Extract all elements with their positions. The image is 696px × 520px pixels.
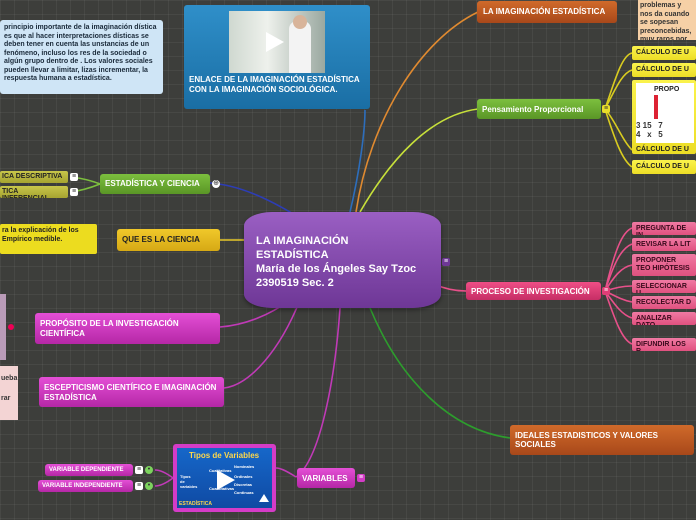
central-author: María de los Ángeles Say Tzoc — [256, 263, 417, 275]
central-id: 2390519 Sec. 2 — [256, 277, 334, 289]
var-indep-notes-icon[interactable]: ≡ — [135, 482, 143, 490]
var-dep-link-icon[interactable]: • — [145, 466, 153, 474]
proceso-item-4[interactable]: SELECCIONAR U — [632, 280, 696, 293]
play-icon[interactable] — [266, 32, 284, 52]
proposito-side-note — [0, 294, 6, 360]
variable-independiente[interactable]: VARIABLE INDEPENDIENTE — [38, 480, 133, 492]
variables-image-word-7: Continuas — [234, 490, 254, 495]
topic-enlace[interactable]: ENLACE DE LA IMAGINACIÓN ESTADÍSTICA CON… — [184, 5, 370, 109]
play-icon[interactable] — [217, 470, 235, 490]
note-imaginacion: problemas y nos da cuando se sopesan pre… — [638, 0, 696, 40]
variables-image-word-5: Ordinales — [234, 474, 253, 479]
central-title-line1: LA IMAGINACIÓN — [256, 235, 349, 247]
variables-image-node[interactable]: Tipos de Variables Tipos de variables Cu… — [173, 444, 276, 512]
variables-notes-icon[interactable]: ≡ — [357, 474, 365, 482]
proceso-item-3-label: PROPONER TEO HIPÓTESIS — [636, 257, 690, 272]
estadistica-inferencial-label: TICA INFERENCIAL — [2, 188, 49, 198]
note-enlace-text: principio importante de la imaginación d… — [4, 24, 157, 82]
variables-image-word-6: Discretas — [234, 482, 253, 487]
note-enlace: principio importante de la imaginación d… — [0, 20, 163, 94]
topic-proceso-investigacion[interactable]: PROCESO DE INVESTIGACIÓN — [466, 282, 601, 300]
calculo-item-1[interactable]: CÁLCULO DE U — [632, 46, 696, 60]
estadistica-link-icon[interactable]: ⊕ — [212, 180, 220, 188]
proporcion-image-title: PROPO — [654, 86, 680, 93]
proceso-item-1-label: PREGUNTA DE IN — [636, 225, 687, 235]
topic-ideales-estadisticos[interactable]: IDEALES ESTADISTICOS Y VALORES SOCIALES — [510, 425, 694, 455]
topic-que-es-label: QUE ES LA CIENCIA — [122, 235, 200, 244]
central-notes-icon[interactable]: ≡ — [442, 258, 450, 266]
calculo-item-4[interactable]: CÁLCULO DE U — [632, 160, 696, 174]
topic-ideales-label: IDEALES ESTADISTICOS Y VALORES SOCIALES — [515, 431, 658, 449]
calculo-item-1-label: CÁLCULO DE U — [636, 49, 689, 56]
proceso-item-5-label: RECOLECTAR D — [636, 299, 692, 306]
proceso-item-1[interactable]: PREGUNTA DE IN — [632, 222, 696, 235]
variables-image-word-1: Tipos de variables — [180, 474, 198, 489]
proceso-item-6-label: ANALIZAR DATO — [636, 315, 672, 325]
proposito-link-icon[interactable] — [8, 324, 14, 330]
topic-estadistica-label: ESTADÍSTICA Y CIENCIA — [105, 179, 200, 188]
topic-estadistica-y-ciencia[interactable]: ESTADÍSTICA Y CIENCIA — [100, 174, 210, 194]
note-que-es-text: ra la explicación de los Empírico medibl… — [2, 227, 79, 243]
variable-dependiente-label: VARIABLE DEPENDIENTE — [49, 467, 124, 473]
proceso-item-3[interactable]: PROPONER TEO HIPÓTESIS — [632, 254, 696, 276]
proceso-item-5[interactable]: RECOLECTAR D — [632, 296, 696, 309]
proceso-item-4-label: SELECCIONAR U — [636, 283, 687, 293]
proceso-notes-icon[interactable]: ≡ — [602, 287, 610, 295]
proceso-item-7-label: DIFUNDIR LOS R — [636, 341, 686, 351]
variables-image-footer: ESTADÍSTICA — [179, 501, 212, 507]
variables-image-word-4: Nominales — [234, 464, 255, 469]
inferencial-notes-icon[interactable]: ≡ — [70, 188, 78, 196]
logo-icon — [259, 494, 269, 502]
variable-dependiente[interactable]: VARIABLE DEPENDIENTE — [45, 464, 133, 476]
central-topic[interactable]: LA IMAGINACIÓN ESTADÍSTICA María de los … — [244, 212, 441, 308]
proporcion-image-node[interactable]: PROPO 3 15 7 4 x 5 CÁLCULO DE U — [632, 80, 696, 154]
estadistica-descriptiva-label: ICA DESCRIPTIVA — [2, 173, 63, 180]
note-escepticismo: ueba rar — [0, 366, 18, 420]
topic-proposito-label: PROPÓSITO DE LA INVESTIGACIÓN CIENTÍFICA — [40, 319, 179, 338]
calculo-item-2-label: CÁLCULO DE U — [636, 66, 689, 73]
topic-variables[interactable]: VARIABLES — [297, 468, 355, 488]
topic-proceso-label: PROCESO DE INVESTIGACIÓN — [471, 287, 590, 296]
central-title-line2: ESTADÍSTICA — [256, 249, 329, 261]
proceso-item-2[interactable]: REVISAR LA LIT — [632, 238, 696, 251]
topic-imaginacion-label: LA IMAGINACIÓN ESTADÍSTICA — [483, 7, 606, 16]
pensamiento-notes-icon[interactable]: ≡ — [602, 105, 610, 113]
proceso-item-6[interactable]: ANALIZAR DATO — [632, 312, 696, 325]
topic-escepticismo-label: ESCEPTICISMO CIENTÍFICO E IMAGINACIÓN ES… — [44, 383, 217, 402]
descriptiva-notes-icon[interactable]: ≡ — [70, 173, 78, 181]
variables-image: Tipos de Variables Tipos de variables Cu… — [177, 448, 272, 508]
topic-imaginacion-estadistica[interactable]: LA IMAGINACIÓN ESTADÍSTICA — [477, 1, 617, 23]
estadistica-inferencial[interactable]: TICA INFERENCIAL — [0, 186, 68, 198]
note-que-es: ra la explicación de los Empírico medibl… — [0, 224, 97, 254]
topic-escepticismo[interactable]: ESCEPTICISMO CIENTÍFICO E IMAGINACIÓN ES… — [39, 377, 224, 407]
calculo-item-2[interactable]: CÁLCULO DE U — [632, 63, 696, 77]
note-escepticismo-line1: ueba — [1, 375, 18, 382]
proporcion-fractions: 3 15 7 4 x 5 — [636, 121, 663, 139]
topic-enlace-label: ENLACE DE LA IMAGINACIÓN ESTADÍSTICA CON… — [189, 75, 360, 94]
topic-variables-label: VARIABLES — [302, 474, 348, 483]
var-indep-link-icon[interactable]: • — [145, 482, 153, 490]
topic-que-es-la-ciencia[interactable]: QUE ES LA CIENCIA — [117, 229, 220, 251]
topic-pensamiento-label: Pensamiento Proporcional — [482, 105, 584, 114]
estadistica-descriptiva[interactable]: ICA DESCRIPTIVA — [0, 171, 68, 183]
topic-pensamiento-proporcional[interactable]: Pensamiento Proporcional — [477, 99, 601, 119]
calculo-item-4-label: CÁLCULO DE U — [636, 163, 689, 170]
proporcion-bar — [654, 95, 658, 119]
variables-image-title: Tipos de Variables — [189, 451, 260, 460]
var-dep-notes-icon[interactable]: ≡ — [135, 466, 143, 474]
proporcion-image: PROPO 3 15 7 4 x 5 — [636, 83, 694, 143]
calculo-item-3-label: CÁLCULO DE U — [636, 146, 689, 153]
topic-proposito[interactable]: PROPÓSITO DE LA INVESTIGACIÓN CIENTÍFICA — [35, 313, 220, 344]
variable-independiente-label: VARIABLE INDEPENDIENTE — [42, 483, 123, 489]
proceso-item-7[interactable]: DIFUNDIR LOS R — [632, 338, 696, 351]
enlace-video-thumbnail — [229, 11, 325, 73]
note-escepticismo-line2: rar — [1, 395, 11, 402]
person-head — [293, 15, 307, 29]
proceso-item-2-label: REVISAR LA LIT — [636, 241, 691, 248]
note-imaginacion-text: problemas y nos da cuando se sopesan pre… — [640, 2, 692, 40]
person-figure — [289, 21, 311, 73]
